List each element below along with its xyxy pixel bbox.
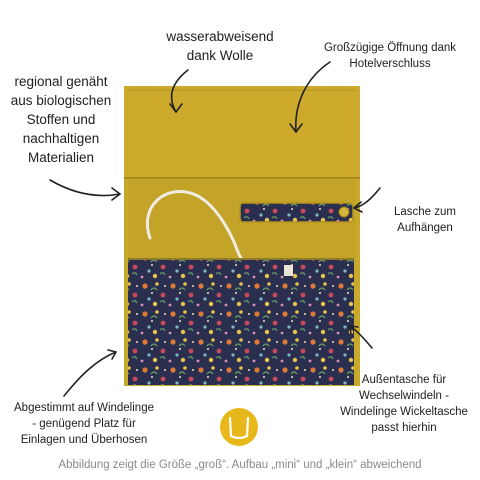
snap-button — [338, 206, 350, 218]
outer-pocket — [128, 259, 354, 385]
arrow-opening — [295, 61, 331, 133]
arrow-pocket — [349, 325, 373, 349]
top-flap — [124, 86, 360, 178]
arrow-fit — [63, 351, 117, 397]
arrow-loop — [353, 187, 381, 209]
annotation-pocket: Außentasche für Wechselwindeln - Windeli… — [340, 374, 468, 434]
annotation-fit: Abgestimmt auf Windelinge - genügend Pla… — [14, 402, 154, 446]
annotation-loop: Lasche zum Aufhängen — [393, 206, 456, 234]
image-caption: Abbildung zeigt die Größe „groß“. Aufbau… — [58, 459, 422, 471]
label-tag — [284, 265, 293, 276]
annotation-opening: Großzügige Öffnung dank Hotelverschluss — [323, 42, 457, 70]
hanging-loop — [239, 202, 354, 223]
annotation-water: wasserabweisend dank Wolle — [166, 29, 274, 63]
annotation-regional: regional genäht aus biologischen Stoffen… — [10, 74, 112, 165]
arrow-regional — [49, 179, 121, 197]
windelinge-logo-icon — [220, 408, 258, 446]
